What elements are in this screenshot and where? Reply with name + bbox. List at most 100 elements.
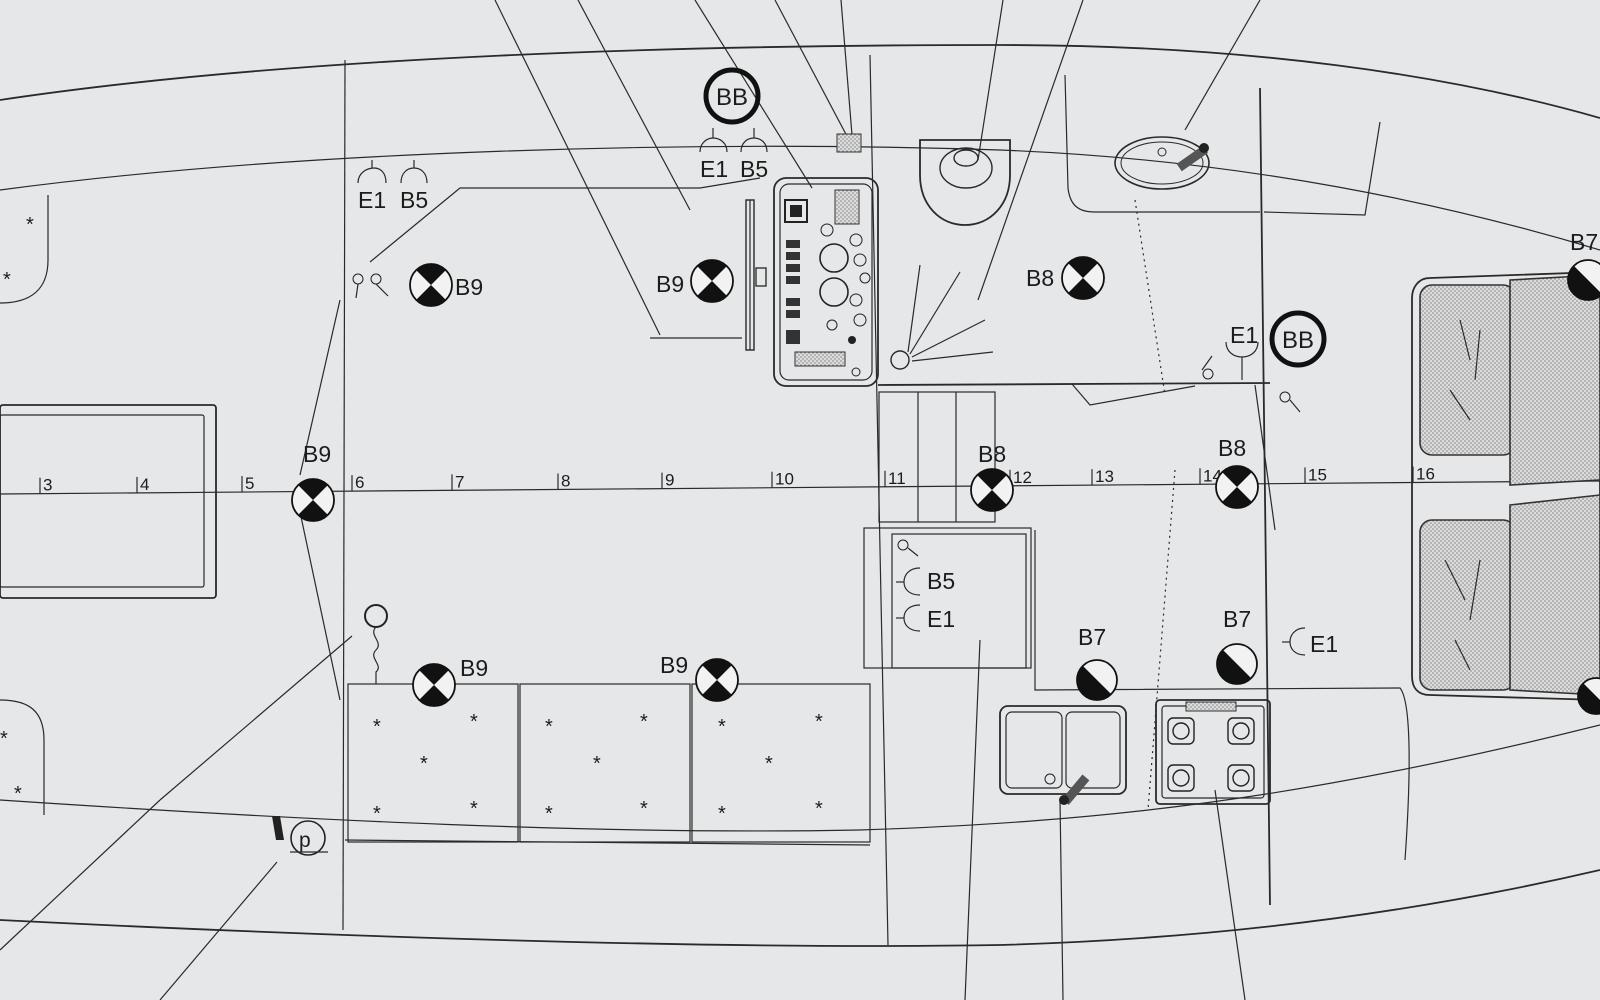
- pump-label: p: [299, 829, 311, 852]
- lamp-b7-icon: [1216, 643, 1258, 685]
- svg-text:*: *: [640, 711, 648, 733]
- svg-text:*: *: [593, 753, 601, 775]
- label-b9: B9: [303, 441, 331, 467]
- label-e1: E1: [700, 156, 728, 182]
- lamp-b7-icon: [1567, 259, 1600, 301]
- lamp-b9-icon: [695, 658, 739, 702]
- component-labels: E1 B5 E1 B5 B9 B9 B9 B9 B9 B8 B8 B8 E1 B…: [303, 156, 1598, 681]
- shower-icon: [890, 264, 994, 370]
- label-b9: B9: [660, 652, 688, 678]
- svg-text:*: *: [470, 711, 478, 733]
- head-walls: [877, 87, 1381, 906]
- hull-outline: [0, 44, 1600, 947]
- settee-cushions: [344, 683, 871, 846]
- lamp-b9-icon: [690, 259, 734, 303]
- label-b9: B9: [656, 271, 684, 297]
- svg-text:*: *: [420, 753, 428, 775]
- cushion-mark: *: [3, 269, 11, 291]
- label-e1: E1: [1230, 322, 1258, 348]
- label-b5: B5: [740, 156, 768, 182]
- station-label: 15: [1308, 465, 1327, 484]
- label-b9: B9: [460, 655, 488, 681]
- station-label: 6: [355, 473, 364, 492]
- svg-text:*: *: [470, 798, 478, 820]
- bulkhead-line: [299, 511, 341, 701]
- lamp-b8-icon: [1061, 256, 1105, 300]
- sink-icon: [1064, 74, 1260, 213]
- label-b7: B7: [1570, 229, 1598, 255]
- station-label: 11: [888, 469, 906, 488]
- svg-text:*: *: [718, 716, 726, 738]
- svg-text:*: *: [640, 798, 648, 820]
- station-label: 10: [775, 470, 794, 489]
- station-label: 8: [561, 471, 570, 490]
- svg-text:*: *: [373, 803, 381, 825]
- bb-symbol-icon: BB: [1269, 310, 1327, 368]
- cushion-marks: *** ** *** ** *** **: [373, 711, 823, 825]
- lamp-b9-icon: [409, 263, 453, 307]
- bb-label: BB: [716, 84, 748, 111]
- bilge-pump-icon: p: [272, 816, 328, 856]
- label-b7: B7: [1223, 606, 1251, 632]
- socket-icon: [836, 133, 862, 153]
- station-label: 9: [665, 471, 674, 490]
- svg-text:*: *: [815, 798, 823, 820]
- stove-burner-icon: [1167, 717, 1255, 792]
- reading-light-icon: [352, 273, 389, 299]
- socket-icon: [357, 128, 1306, 656]
- saloon-seat-edge: [369, 177, 761, 263]
- forward-berth-bottom: [0, 699, 45, 815]
- svg-text:*: *: [545, 803, 553, 825]
- label-e1: E1: [1310, 631, 1338, 657]
- chart-table-edge: [745, 199, 767, 351]
- label-b8: B8: [978, 441, 1006, 467]
- stove-icon: [1155, 699, 1271, 805]
- leader-lines: [0, 0, 1261, 1000]
- station-label: 3: [43, 476, 52, 495]
- station-label: 7: [455, 472, 464, 491]
- label-b8: B8: [1218, 435, 1246, 461]
- tap-icon: [1059, 774, 1090, 805]
- control-panel-icon: [773, 177, 879, 387]
- svg-text:*: *: [373, 716, 381, 738]
- station-label: 4: [140, 475, 149, 494]
- galley-sink-icon: [999, 705, 1127, 805]
- aft-berth: [1411, 271, 1600, 701]
- svg-text:*: *: [545, 716, 553, 738]
- cushion-mark: *: [0, 728, 8, 750]
- flexible-reading-light-icon: [364, 604, 388, 684]
- lamp-b7-icon: [1076, 659, 1118, 701]
- station-label: 16: [1416, 465, 1435, 484]
- lamp-b8-icon: [1215, 465, 1259, 509]
- forward-berth-top: [0, 195, 49, 304]
- reading-light-icon: [897, 539, 919, 557]
- forward-table: [0, 404, 217, 599]
- label-b5: B5: [400, 187, 428, 213]
- lamp-b9-icon: [291, 478, 335, 522]
- station-label: 12: [1013, 468, 1032, 487]
- cushion-mark: *: [14, 783, 22, 805]
- station-label: 13: [1095, 467, 1114, 486]
- svg-text:*: *: [718, 803, 726, 825]
- label-b7: B7: [1078, 624, 1106, 650]
- lamp-symbols: [291, 256, 1600, 715]
- label-e1: E1: [358, 187, 386, 213]
- label-b8: B8: [1026, 265, 1054, 291]
- label-b5: B5: [927, 568, 955, 594]
- tap-icon: [1176, 143, 1209, 172]
- lamp-b7-icon: [1577, 677, 1600, 715]
- lamp-b9-icon: [412, 663, 456, 707]
- reading-light-icon: [1279, 391, 1301, 413]
- bb-label: BB: [1282, 327, 1314, 354]
- label-b9: B9: [455, 274, 483, 300]
- bb-symbol-icon: BB: [703, 67, 761, 125]
- station-label: 5: [245, 474, 254, 493]
- label-e1: E1: [927, 606, 955, 632]
- svg-text:*: *: [765, 753, 773, 775]
- lamp-b8-icon: [970, 468, 1014, 512]
- cushion-mark: *: [26, 214, 34, 236]
- companionway-steps: [878, 391, 996, 523]
